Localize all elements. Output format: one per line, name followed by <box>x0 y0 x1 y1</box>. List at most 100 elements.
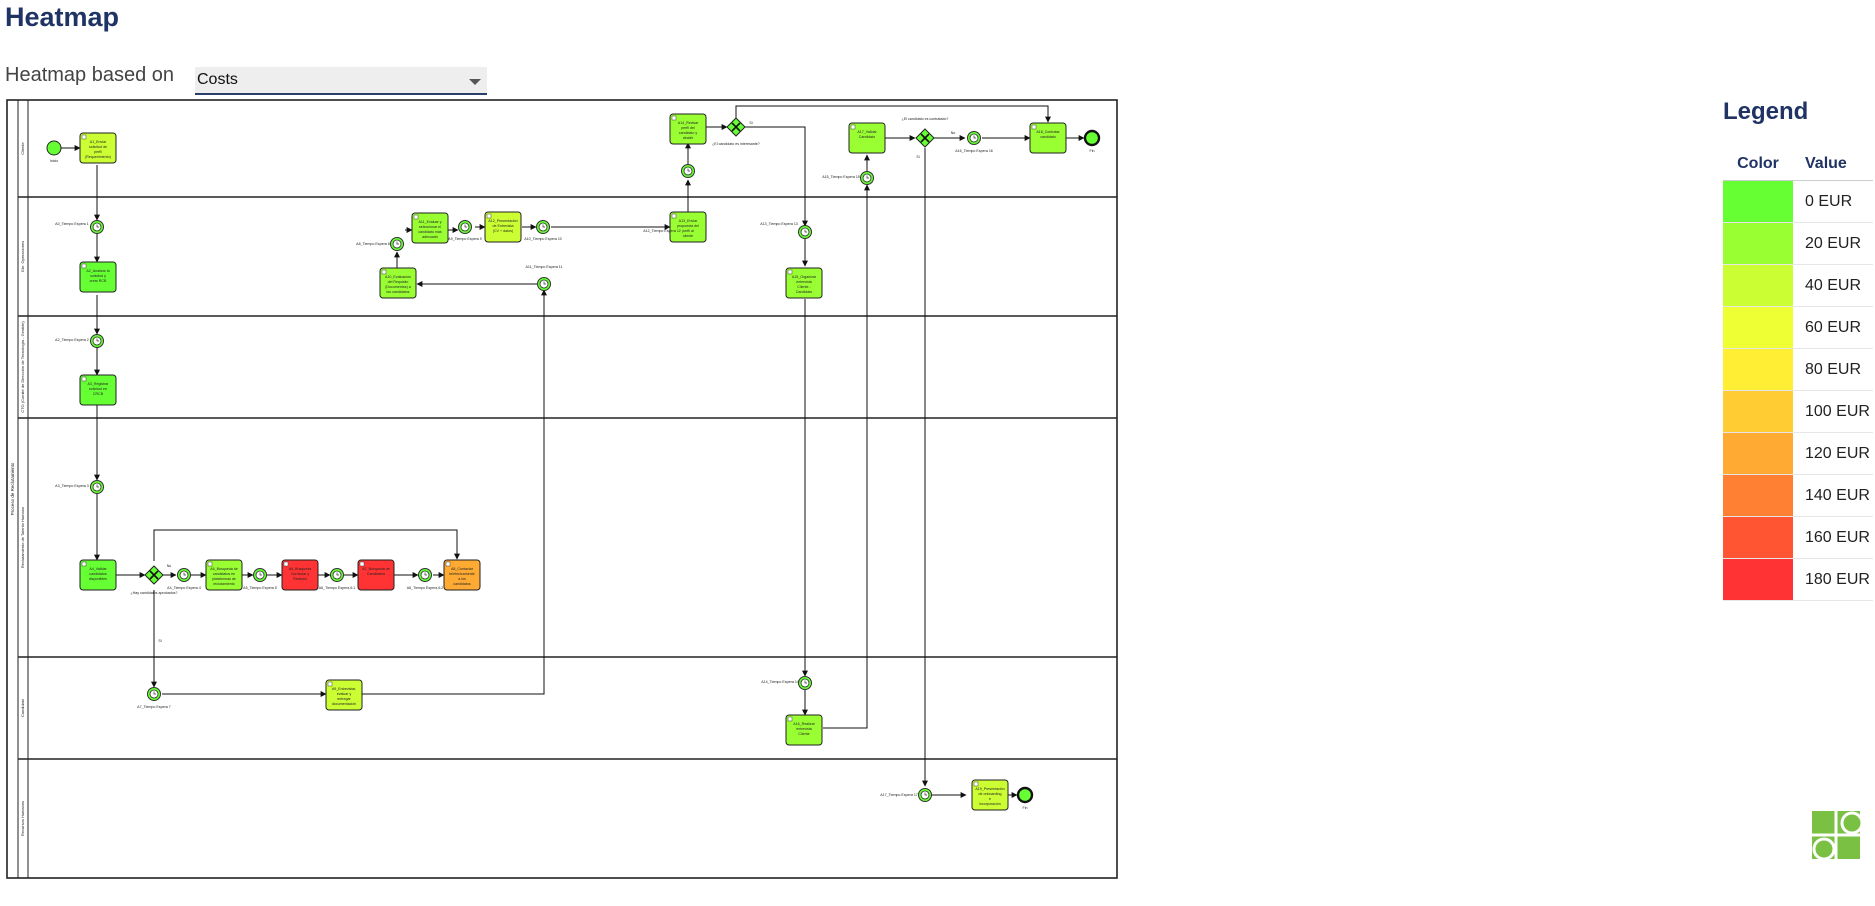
task-label: de Entrevista <box>493 224 514 228</box>
legend-swatch <box>1723 517 1793 558</box>
timer-label: A0_Tiempo Espera 1 <box>55 222 89 226</box>
timer-label: A8_Tiempo Espera 8 <box>356 242 390 246</box>
legend-swatch <box>1723 265 1793 306</box>
task-box[interactable] <box>669 211 707 243</box>
end-event[interactable] <box>1016 786 1034 804</box>
x-icon <box>731 122 741 132</box>
task-box[interactable] <box>205 559 243 591</box>
task-box[interactable] <box>848 122 886 154</box>
task-box[interactable] <box>379 267 417 299</box>
legend-value: 40 EUR <box>1805 276 1862 294</box>
timer-label: A2_Tiempo Espera 2 <box>55 338 89 342</box>
task-icon <box>1031 124 1037 130</box>
legend-swatch <box>1723 559 1793 600</box>
x-icon <box>920 133 930 143</box>
task-label: Cliente - <box>797 285 811 289</box>
end-event[interactable] <box>1083 129 1101 147</box>
task-label: disponibles <box>89 577 107 581</box>
task-label: solicitud y <box>90 274 106 278</box>
task-label: de onboarding <box>979 792 1002 796</box>
task-box[interactable] <box>325 679 363 711</box>
task-label: candidato y <box>679 131 698 135</box>
task-icon <box>283 561 289 567</box>
end-event-label: Fin <box>1023 806 1028 810</box>
page-title: Heatmap <box>5 2 120 32</box>
task-label: Revisión <box>293 577 307 581</box>
lane-label: Reclutamiento de Talento Humano <box>20 506 25 568</box>
clock-hands-icon <box>924 792 927 796</box>
task-label: (Documentos) a <box>385 285 411 289</box>
task-box[interactable] <box>79 132 117 164</box>
task-label: adecuado <box>422 235 438 239</box>
task-label: Candidato <box>859 135 875 139</box>
legend-value: 120 EUR <box>1805 444 1870 462</box>
legend-row: 40 EUR <box>1723 265 1873 307</box>
legend-row: 120 EUR <box>1723 433 1873 475</box>
timer-label: A17_Tiempo Espera 17 <box>880 793 918 797</box>
task-box[interactable] <box>1029 122 1067 154</box>
task-label: A6_Búsqueda <box>289 567 312 571</box>
task-icon <box>81 561 87 567</box>
task-label: A17_Validar <box>857 130 877 134</box>
task-label: A1_Enviar <box>90 140 107 144</box>
task-label: candidatos <box>89 572 107 576</box>
legend-row: 0 EUR <box>1723 181 1873 223</box>
task-label: documentación <box>332 702 356 706</box>
gateway-label: ¿El candidato es interesante? <box>712 142 760 146</box>
task-box[interactable] <box>785 714 823 746</box>
task-icon <box>787 269 793 275</box>
lane-label: CTO (Comité de Dirección de Tecnología -… <box>20 321 25 413</box>
task-icon <box>671 115 677 121</box>
start-event[interactable] <box>46 140 62 156</box>
task-box[interactable] <box>785 267 823 299</box>
task-box[interactable] <box>357 559 395 591</box>
task-icon <box>850 124 856 130</box>
lane-label: Recursos Humanos <box>20 801 25 836</box>
chevron-down-icon[interactable] <box>469 79 481 85</box>
lane-label: Cliente <box>20 142 25 155</box>
task-box[interactable] <box>281 559 319 591</box>
task-label: A14_Revisar <box>678 121 699 125</box>
task-icon <box>787 716 793 722</box>
task-box[interactable] <box>79 559 117 591</box>
clock-hands-icon <box>687 168 690 172</box>
task-label: Cliente <box>798 732 809 736</box>
task-label: A15_Organizar <box>792 275 817 279</box>
task-label: incorporación <box>979 802 1001 806</box>
task-icon <box>327 681 333 687</box>
heatmap-metric-select[interactable]: Costs <box>195 67 487 95</box>
task-label: a los <box>458 577 466 581</box>
task-label: plataformas de <box>212 577 236 581</box>
task-label: perfil al <box>682 229 694 233</box>
legend-header: Color Value <box>1723 148 1873 181</box>
task-label: Candidatos <box>367 572 385 576</box>
task-label: decidir <box>683 136 694 140</box>
timer-label: A5_Tiempo Espera 5 <box>243 586 277 590</box>
task-label: evaluar y <box>337 692 352 696</box>
legend-title: Legend <box>1723 98 1809 125</box>
timer-label: A11_Tiempo Espera 11 <box>525 265 562 269</box>
task-label: propuesta del <box>677 224 699 228</box>
heatmap-based-on-label: Heatmap based on <box>5 64 175 86</box>
task-box[interactable] <box>484 211 522 243</box>
task-label: entregar <box>337 697 351 701</box>
task-box[interactable] <box>669 113 707 145</box>
flow-condition-label: Si <box>158 639 161 643</box>
clock-hands-icon <box>396 241 399 245</box>
task-box[interactable] <box>443 559 481 591</box>
task-label: candidato más <box>418 230 442 234</box>
task-label: A7_Búsqueda de <box>362 567 390 571</box>
puzzle-logo-icon <box>1812 811 1864 861</box>
task-box[interactable] <box>971 779 1009 811</box>
legend-value: 60 EUR <box>1805 318 1862 336</box>
legend-swatch <box>1723 349 1793 390</box>
task-icon <box>445 561 451 567</box>
task-box[interactable] <box>79 261 117 293</box>
start-event-label: Inicio <box>50 159 58 163</box>
task-box[interactable] <box>411 212 449 244</box>
task-label: A19_Presentación <box>975 787 1004 791</box>
clock-hands-icon <box>96 338 99 342</box>
task-box[interactable] <box>79 374 117 406</box>
task-icon <box>486 213 492 219</box>
